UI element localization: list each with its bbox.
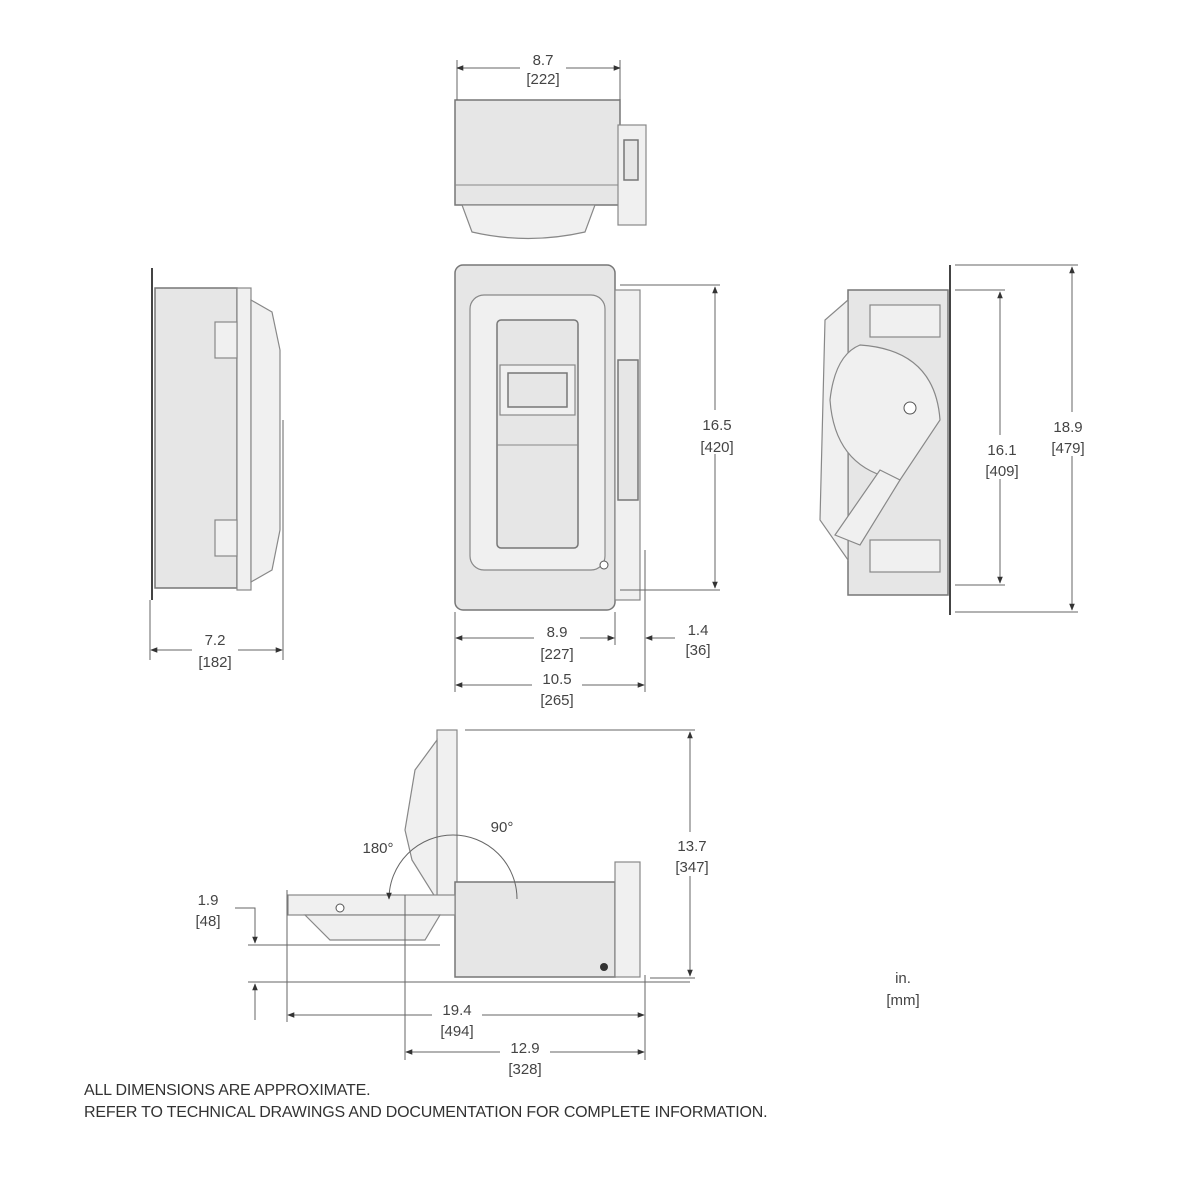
dim-front-width-mm: [227]	[540, 646, 573, 663]
dim-overall-width-in: 10.5	[542, 671, 571, 688]
dim-top-width-mm: [222]	[526, 71, 559, 88]
dim-handle-depth-in: 1.4	[688, 622, 709, 639]
angle-180: 180°	[362, 840, 393, 857]
dim-mount-height-in: 16.1	[987, 442, 1016, 459]
dim-overall-height-in: 18.9	[1053, 419, 1082, 436]
dim-door-open-height-mm: [347]	[675, 859, 708, 876]
door-open-view: 90° 180° 13.7 [347] 1.9 [48] 19.4 [494] …	[195, 729, 716, 1078]
dim-side-depth-in: 7.2	[205, 632, 226, 649]
dim-mount-height-mm: [409]	[985, 463, 1018, 480]
note-approximate: ALL DIMENSIONS ARE APPROXIMATE.	[84, 1082, 371, 1099]
dim-side-depth-mm: [182]	[198, 654, 231, 671]
dim-handle-depth-mm: [36]	[685, 642, 710, 659]
top-view: 8.7 [222]	[454, 50, 647, 240]
dim-door-offset-in: 1.9	[198, 892, 219, 909]
front-view: 16.5 [420] 8.9 [227] 1.4 [36] 10.5 [265]	[454, 264, 740, 709]
dim-door-open-span-in: 19.4	[442, 1002, 471, 1019]
note-refer-docs: REFER TO TECHNICAL DRAWINGS AND DOCUMENT…	[84, 1104, 768, 1121]
units-mm: [mm]	[886, 992, 919, 1009]
right-side-view: 16.1 [409] 18.9 [479]	[819, 264, 1092, 615]
dim-overall-height-mm: [479]	[1051, 440, 1084, 457]
dim-open-depth-in: 12.9	[510, 1040, 539, 1057]
dim-front-height-mm: [420]	[700, 439, 733, 456]
dim-door-open-span-mm: [494]	[440, 1023, 473, 1040]
left-side-view: 7.2 [182]	[149, 268, 284, 671]
units-legend: in. [mm]	[886, 970, 919, 1009]
dim-door-open-height-in: 13.7	[677, 838, 706, 855]
dim-overall-width-mm: [265]	[540, 692, 573, 709]
dim-top-width-in: 8.7	[533, 52, 554, 69]
dim-front-height-in: 16.5	[702, 417, 731, 434]
angle-90: 90°	[491, 819, 514, 836]
dim-front-width-in: 8.9	[547, 624, 568, 641]
dim-door-offset-mm: [48]	[195, 913, 220, 930]
dim-open-depth-mm: [328]	[508, 1061, 541, 1078]
units-inch: in.	[895, 970, 911, 987]
